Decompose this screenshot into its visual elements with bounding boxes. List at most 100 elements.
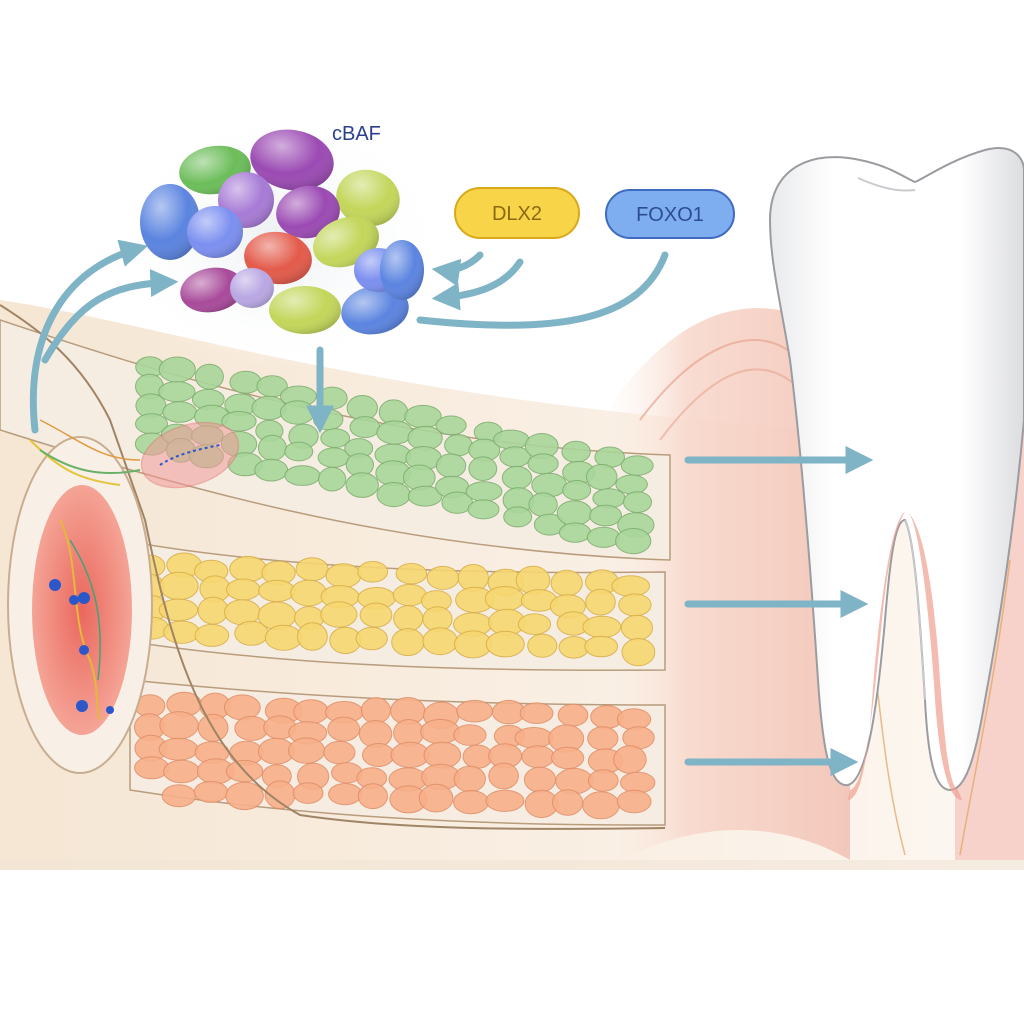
cell-yellow [257,601,297,630]
cell-orange [620,771,656,794]
arrow-foxo1-to-complex [416,251,669,329]
cell-orange [225,781,264,811]
complex-subunit [250,129,334,191]
cell-green [158,356,196,383]
cell-orange [551,746,585,770]
cell-orange [161,784,197,808]
cell-yellow [393,605,424,632]
cell-green [493,429,530,450]
cbaf-label: cBAF [332,123,381,145]
cell-green [586,526,621,548]
cell-yellow [550,569,583,597]
complex-subunit [276,185,340,239]
arrow-cycle-left [29,239,149,434]
tooth-root-pulp [848,512,962,800]
cell-yellow [484,586,525,612]
cell-yellow [517,613,552,636]
dlx2-badge: DLX2 [454,187,580,239]
cell-yellow [485,630,525,658]
cell-orange [462,744,493,769]
cell-green [615,474,648,495]
arrow-cycle-left-2 [41,269,179,364]
cell-yellow [295,557,329,582]
cell-yellow [355,626,388,651]
cell-yellow [264,624,303,651]
cell-orange [418,783,454,813]
cell-green [257,434,287,461]
cell-layer-orange [134,691,656,820]
cell-green [556,500,593,526]
arrow-dlx2-to-complex [431,251,484,287]
cell-orange [514,727,554,749]
cell-yellow [325,563,362,588]
cell-yellow [359,602,393,628]
nerve-bundle [29,419,240,489]
cell-orange [293,699,330,725]
cell-green [531,472,568,498]
cell-orange [292,782,324,804]
cell-yellow [197,596,229,625]
cell-orange [523,766,557,793]
cell-green [501,465,533,490]
cell-orange [616,789,652,814]
cell-green [162,401,197,423]
cell-green [376,420,414,445]
foxo1-badge: FOXO1 [605,189,735,239]
cell-orange [587,726,619,751]
cell-green [444,434,473,457]
cell-yellow [395,563,428,585]
cell-orange [362,743,395,767]
cell-yellow [422,627,458,656]
complex-subunit [187,206,243,258]
cell-green [620,455,654,476]
cell-orange [485,789,525,812]
cell-green [615,528,652,555]
cell-orange [288,737,326,764]
cell-orange [327,716,361,742]
complex-subunit [140,184,200,260]
cell-orange [390,741,430,769]
cell-orange [159,711,199,740]
cell-green [229,370,262,394]
cell-orange [519,702,554,725]
cell-green [528,492,558,517]
cell-yellow [320,601,358,628]
cell-yellow [527,633,558,658]
cell-green [435,453,467,479]
cell-green [318,466,347,492]
cbaf-complex [140,129,424,335]
cell-green [467,499,500,520]
cell-green [562,480,592,501]
cell-green [279,400,315,425]
complex-subunit [336,169,400,227]
cell-green [435,415,467,436]
cell-yellow [159,571,199,601]
cell-orange [158,737,199,761]
cell-orange [328,783,363,806]
cell-orange [521,745,555,769]
cell-green [585,463,618,491]
tissue-boundary [0,304,666,830]
signaling-arrows [29,239,874,776]
cell-yellow [584,635,619,658]
arrow-dlx2-to-complex-2 [431,258,524,311]
cell-yellow [558,636,590,659]
complex-subunit [180,267,244,313]
cell-yellow [297,622,328,651]
complex-subunit [341,285,409,335]
cell-green [254,458,289,482]
cell-orange [360,697,391,724]
foxo1-label: FOXO1 [636,204,704,226]
cell-green [284,441,314,462]
cell-yellow [391,628,425,657]
cell-orange [134,756,170,780]
cell-green [527,453,559,475]
cell-green [561,440,591,463]
cell-orange [453,724,487,746]
cell-yellow [585,588,616,616]
cell-orange [555,767,594,795]
cell-yellow [357,561,389,583]
cell-orange [163,759,200,784]
cell-orange [552,789,584,816]
tooth [768,147,1024,792]
